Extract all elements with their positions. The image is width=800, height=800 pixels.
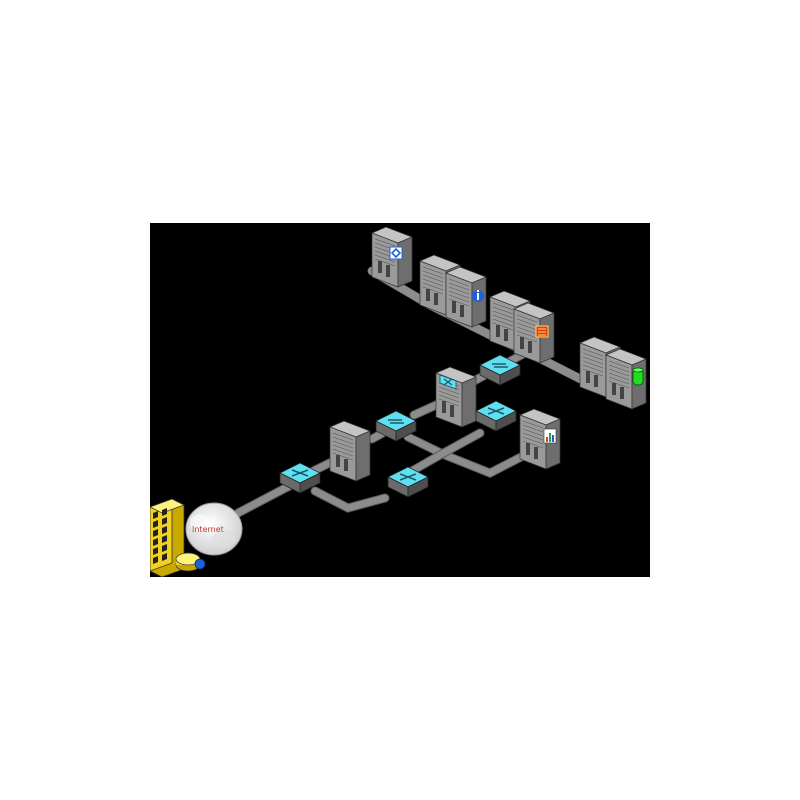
router-icon (399, 473, 417, 481)
database-server (605, 348, 647, 410)
server-farm-switch (479, 354, 521, 386)
user-puck (175, 552, 206, 572)
switch-icon (388, 419, 404, 424)
network-topology-diagram: Internet (150, 226, 647, 577)
statistics-server (519, 408, 561, 470)
information-icon (472, 290, 484, 302)
database-icon (632, 367, 644, 386)
router-icon (487, 407, 505, 415)
firewall-icon (439, 374, 457, 390)
mail-server (513, 302, 555, 364)
edge-router (279, 462, 321, 494)
firewall-server (435, 366, 477, 428)
application-server (371, 226, 413, 288)
office-building (150, 498, 186, 577)
switch-icon (492, 363, 508, 368)
router-icon (291, 469, 309, 477)
gateway-server (329, 420, 371, 482)
bar-chart-icon (543, 428, 557, 444)
internet-label: Internet (192, 525, 224, 534)
distribution-router (387, 466, 429, 498)
branch-router (475, 400, 517, 432)
network-diagram-canvas: Internet (150, 223, 650, 577)
application-server-icon (389, 246, 403, 260)
core-switch (375, 410, 417, 442)
link-switch-stats-server (404, 433, 529, 477)
mail-icon (535, 325, 549, 338)
link-router-lower-switch (311, 487, 389, 512)
link-lower-switch-mid-router (408, 429, 484, 475)
information-server (445, 266, 487, 328)
internet-cloud: Internet (185, 502, 243, 556)
link-internet-router (234, 479, 299, 517)
